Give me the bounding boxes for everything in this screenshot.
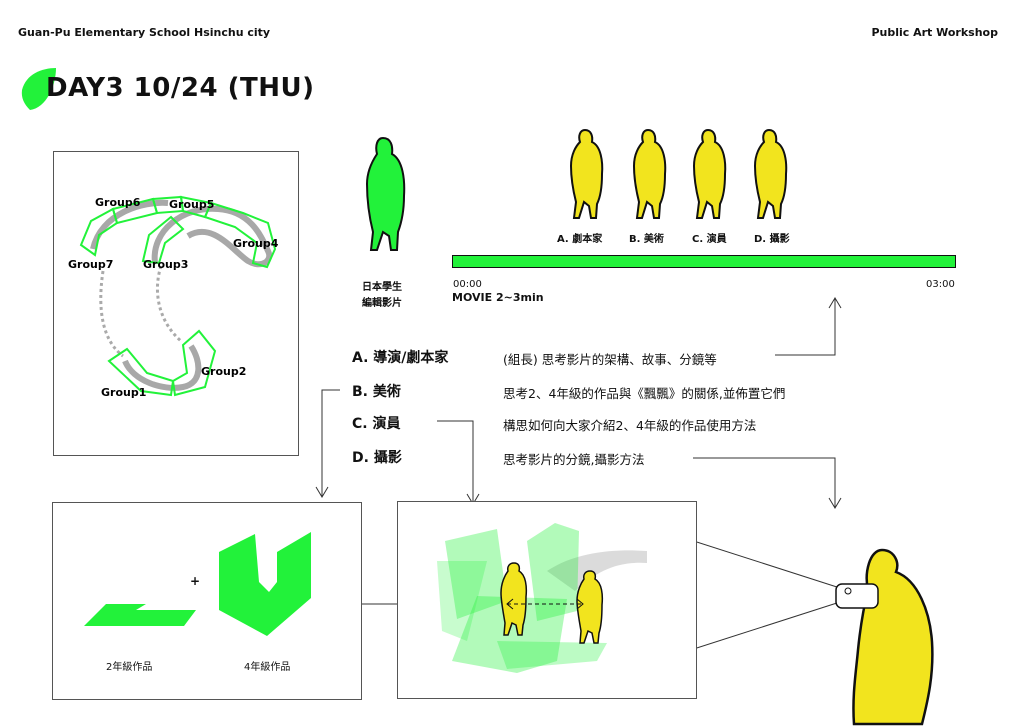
grade4-artwork: [219, 532, 311, 636]
plus-sign: +: [190, 574, 201, 588]
figure-label-b: B. 美術: [629, 234, 664, 245]
timeline-end: 03:00: [926, 279, 955, 290]
group4-label: Group4: [233, 237, 279, 250]
grade2-artwork: [84, 604, 196, 626]
day-title: DAY3 10/24 (THU): [46, 73, 315, 103]
group2-label: Group2: [201, 365, 246, 378]
role-c-desc: 構思如何向大家介紹2、4年級的作品使用方法: [503, 418, 757, 433]
figure-camera: [753, 128, 788, 219]
camera-icon: [835, 583, 879, 609]
figure-art: [632, 128, 667, 219]
grade2-label: 2年級作品: [106, 662, 153, 673]
student-label-2: 編輯影片: [362, 298, 402, 309]
role-a-desc: (組長) 思考影片的架構、故事、分鏡等: [503, 352, 717, 367]
figure-label-a: A. 劇本家: [557, 234, 603, 245]
figure-label-c: C. 演員: [692, 234, 727, 245]
role-d-desc: 思考影片的分鏡,攝影方法: [503, 452, 645, 467]
group1-label: Group1: [101, 386, 146, 399]
student-label-1: 日本學生: [362, 282, 402, 293]
group3-label: Group3: [143, 258, 188, 271]
group-map-panel: [53, 151, 299, 456]
figure-label-d: D. 攝影: [754, 234, 790, 245]
role-b-desc: 思考2、4年級的作品與《飄飄》的關係,並佈置它們: [503, 386, 786, 401]
role-c-name: C. 演員: [352, 416, 401, 432]
movie-timeline-bar: [452, 255, 956, 268]
scene-panel: [397, 501, 697, 699]
school-name: Guan-Pu Elementary School Hsinchu city: [18, 26, 271, 39]
role-a-name: A. 導演/劇本家: [352, 350, 449, 366]
grade4-label: 4年級作品: [244, 662, 291, 673]
workshop-name: Public Art Workshop: [871, 26, 998, 39]
figure-actor: [692, 128, 727, 219]
camera-operator-figure: [835, 548, 934, 726]
student-figure: [365, 136, 406, 251]
role-d-name: D. 攝影: [352, 450, 402, 466]
group6-label: Group6: [95, 196, 141, 209]
figure-screenwriter: [569, 128, 604, 219]
group5-label: Group5: [169, 198, 214, 211]
role-b-name: B. 美術: [352, 384, 401, 400]
group7-label: Group7: [68, 258, 113, 271]
timeline-caption: MOVIE 2~3min: [452, 291, 544, 304]
leaf-icon: [21, 68, 56, 110]
group-map-diagram: Group6 Group5 Group4 Group7 Group3 Group…: [68, 195, 279, 399]
scene-illustration: [437, 523, 647, 673]
timeline-start: 00:00: [453, 279, 482, 290]
